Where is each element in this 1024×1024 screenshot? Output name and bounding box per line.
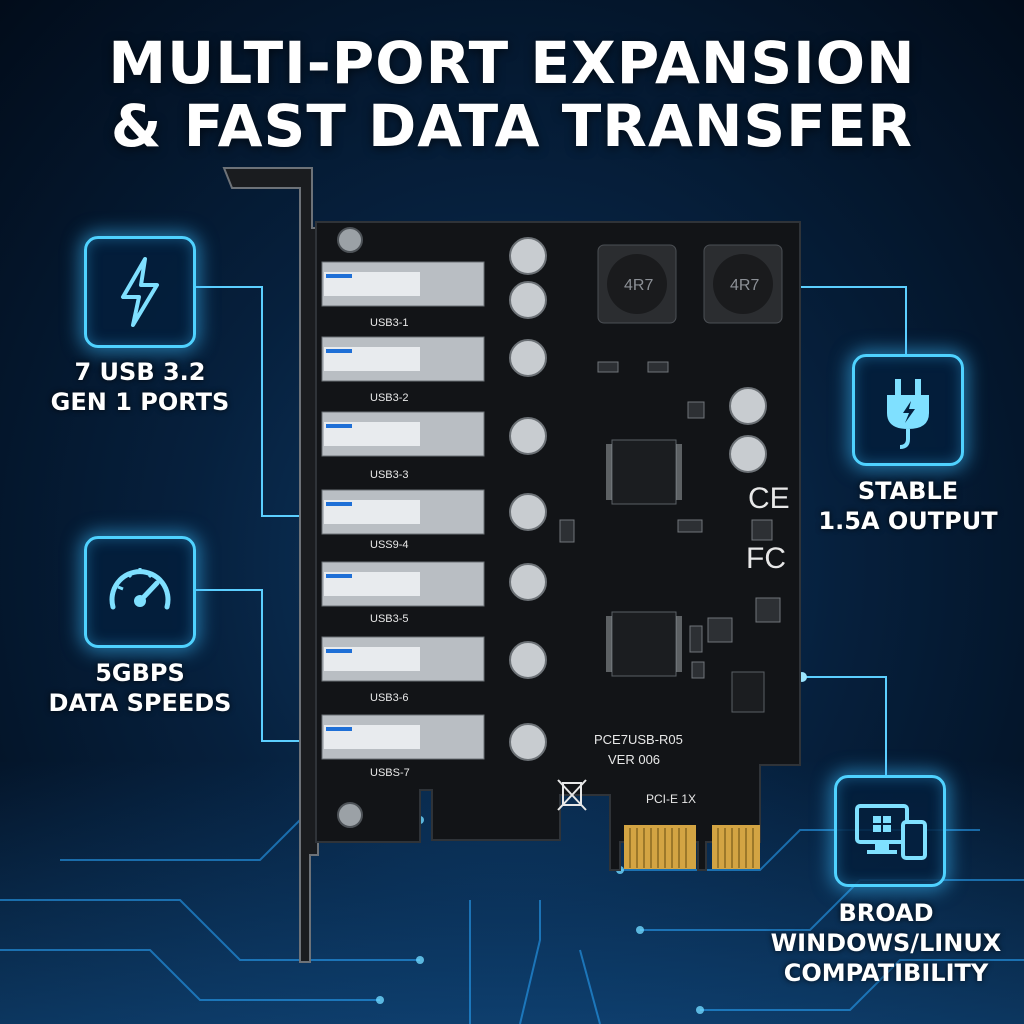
capacitor-column bbox=[509, 237, 767, 761]
ports-feature-text: 7 USB 3.2 GEN 1 PORTS bbox=[40, 357, 240, 417]
compat-feature-text: BROAD WINDOWS/LINUX COMPATIBILITY bbox=[766, 898, 1006, 988]
port-label: USB3-6 bbox=[370, 692, 409, 704]
port-label: USB3-5 bbox=[370, 613, 409, 625]
port-label: USBS-7 bbox=[370, 767, 410, 779]
controller-chip bbox=[611, 611, 677, 677]
usb-port-row bbox=[321, 261, 485, 760]
circuit-board bbox=[315, 221, 801, 871]
compat-line-1: BROAD bbox=[838, 899, 934, 927]
usb-port-2 bbox=[321, 336, 485, 382]
compat-badge bbox=[834, 775, 946, 887]
speed-line-1: 5GBPS bbox=[95, 659, 185, 687]
ce-mark: CE bbox=[748, 482, 790, 515]
devices-icon bbox=[855, 804, 927, 860]
usb-port-1 bbox=[321, 261, 485, 307]
usb-port-6 bbox=[321, 636, 485, 682]
inductor-label: 4R7 bbox=[624, 277, 653, 294]
board-model: PCE7USB-R05 bbox=[594, 732, 683, 747]
compat-line-3: COMPATIBILITY bbox=[783, 959, 989, 987]
screw bbox=[337, 802, 363, 828]
headline-line-2: & FAST DATA TRANSFER bbox=[110, 92, 914, 160]
power-line-1: STABLE bbox=[857, 477, 959, 505]
port-label: USB3-1 bbox=[370, 317, 409, 329]
usb-port-5 bbox=[321, 561, 485, 607]
speedometer-icon bbox=[109, 568, 171, 610]
screw bbox=[337, 227, 363, 253]
usb-port-4 bbox=[321, 489, 485, 535]
port-label: USS9-4 bbox=[370, 539, 409, 551]
usb-port-3 bbox=[321, 411, 485, 457]
speed-badge bbox=[84, 536, 196, 648]
inductor-label: 4R7 bbox=[730, 277, 759, 294]
connector-label: PCI-E 1X bbox=[646, 792, 696, 806]
mounting-bracket bbox=[222, 167, 319, 963]
ports-line-2: GEN 1 PORTS bbox=[50, 388, 230, 416]
compat-line-2: WINDOWS/LINUX bbox=[770, 929, 1002, 957]
power-line-2: 1.5A OUTPUT bbox=[818, 507, 998, 535]
port-label: USB3-2 bbox=[370, 392, 409, 404]
speed-feature-text: 5GBPS DATA SPEEDS bbox=[30, 658, 250, 718]
power-plug-icon bbox=[887, 379, 929, 449]
lightning-bolt-icon bbox=[121, 257, 159, 327]
board-version: VER 006 bbox=[608, 752, 660, 767]
inductor: 4R7 bbox=[703, 244, 783, 324]
headline-line-1: MULTI-PORT EXPANSION bbox=[108, 29, 916, 97]
fcc-mark: FC bbox=[746, 542, 786, 575]
usb-port-7 bbox=[321, 714, 485, 760]
power-badge bbox=[852, 354, 964, 466]
speed-line-2: DATA SPEEDS bbox=[48, 689, 232, 717]
weee-bin-icon bbox=[557, 779, 587, 811]
regulator-chip bbox=[731, 671, 765, 713]
ports-line-1: 7 USB 3.2 bbox=[74, 358, 206, 386]
inductor: 4R7 bbox=[597, 244, 677, 324]
port-label: USB3-3 bbox=[370, 469, 409, 481]
power-feature-text: STABLE 1.5A OUTPUT bbox=[808, 476, 1008, 536]
pcie-edge-connector bbox=[624, 825, 760, 869]
ports-badge bbox=[84, 236, 196, 348]
controller-chip bbox=[611, 439, 677, 505]
